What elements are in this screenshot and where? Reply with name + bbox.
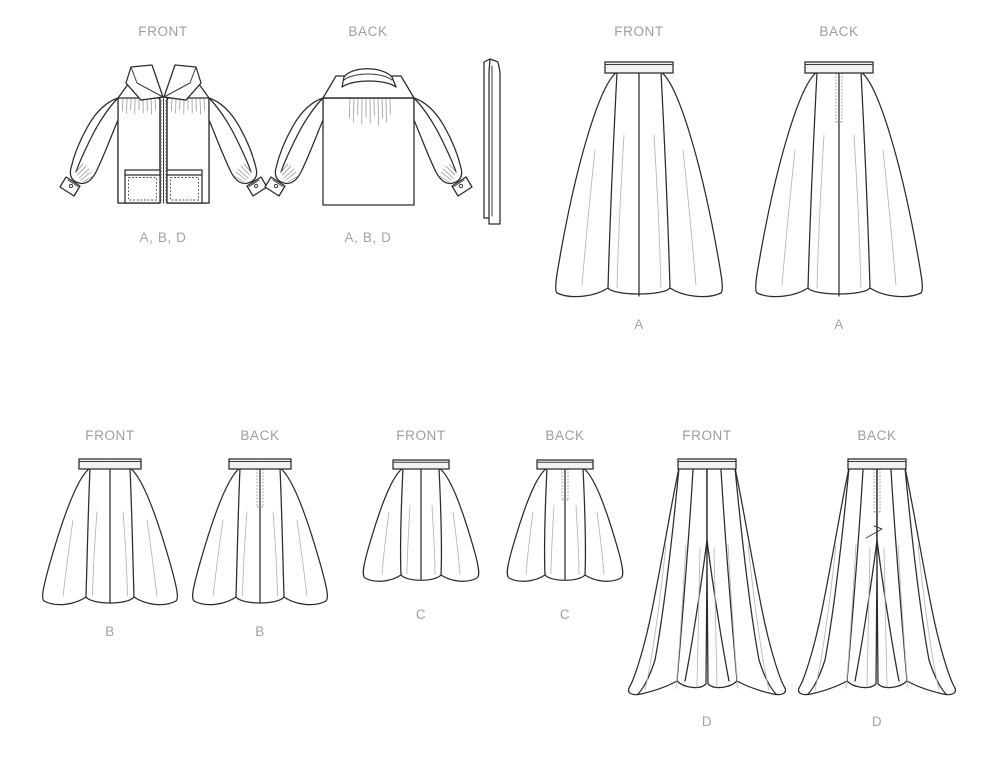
figure-skirt-b-back xyxy=(192,458,328,606)
figure-pants-d-front xyxy=(627,458,787,696)
label-skirt-a-back-variants: A xyxy=(834,317,844,332)
label-pants-d-back-view: BACK xyxy=(857,428,897,443)
label-skirt-b-back-variants: B xyxy=(255,624,265,639)
label-pants-d-front-view: FRONT xyxy=(682,428,732,443)
label-skirt-c-front-variants: C xyxy=(415,607,427,622)
label-skirt-c-front-view: FRONT xyxy=(396,428,446,443)
figure-skirt-c-back xyxy=(506,459,624,582)
label-jacket-back-view: BACK xyxy=(348,24,388,39)
figure-skirt-b-front xyxy=(42,458,178,606)
figure-jacket-back xyxy=(264,68,473,206)
shirring-back xyxy=(349,98,391,126)
shirring-front-left xyxy=(122,98,156,115)
figure-jacket-front xyxy=(59,64,268,204)
figure-skirt-a-front xyxy=(555,61,723,298)
shirring-front-right xyxy=(171,98,205,115)
label-skirt-a-front-variants: A xyxy=(634,317,644,332)
label-pants-d-front-variants: D xyxy=(701,714,713,729)
label-skirt-c-back-variants: C xyxy=(559,607,571,622)
figure-skirt-a-back xyxy=(755,61,923,298)
label-skirt-b-front-view: FRONT xyxy=(85,428,135,443)
label-skirt-b-front-variants: B xyxy=(105,624,115,639)
label-jacket-back-variants: A, B, D xyxy=(344,230,392,245)
label-skirt-b-back-view: BACK xyxy=(240,428,280,443)
figure-pants-d-back xyxy=(797,458,957,696)
label-jacket-front-variants: A, B, D xyxy=(139,230,187,245)
pocket-left xyxy=(124,169,161,204)
label-skirt-c-back-view: BACK xyxy=(545,428,585,443)
pocket-right xyxy=(166,169,203,204)
label-skirt-a-front-view: FRONT xyxy=(614,24,664,39)
label-skirt-a-back-view: BACK xyxy=(819,24,859,39)
figure-jacket-side xyxy=(483,58,501,225)
label-pants-d-back-variants: D xyxy=(871,714,883,729)
figure-skirt-c-front xyxy=(362,459,480,582)
label-jacket-front-view: FRONT xyxy=(138,24,188,39)
